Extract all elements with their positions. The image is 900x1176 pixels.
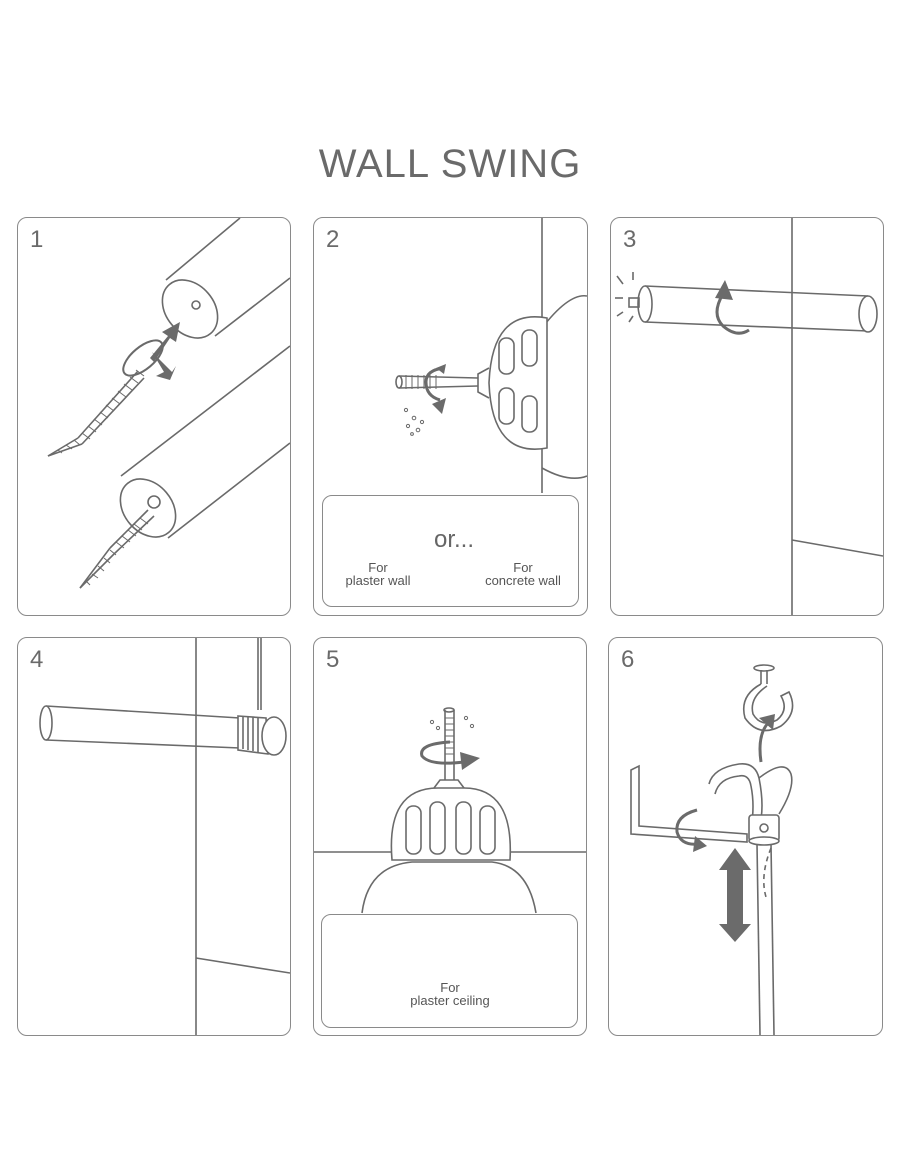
step-6-illustration [630, 664, 794, 1035]
step-5-panel: 5 For plaster ceiling [313, 637, 587, 1036]
anchor-options-inset [322, 495, 579, 607]
step-1-illustration [47, 218, 290, 589]
step-3-illustration [615, 218, 883, 615]
caption-line-1: For [513, 560, 533, 575]
step-4-panel: 4 [17, 637, 291, 1036]
concrete-wall-caption: For concrete wall [477, 561, 569, 587]
step-3-panel: 3 [610, 217, 884, 616]
step-number: 5 [326, 646, 340, 673]
step-4-illustration [39, 638, 290, 1035]
step-number: 6 [621, 646, 635, 673]
step-number: 2 [326, 226, 340, 253]
step-number: 4 [30, 646, 44, 673]
step-number: 1 [30, 226, 44, 253]
plaster-wall-caption: For plaster wall [338, 561, 418, 587]
step-2-panel: 2 For plaster wall or... For concrete wa… [313, 217, 588, 616]
plaster-ceiling-caption: For plaster ceiling [400, 981, 500, 1007]
caption-line-2: plaster ceiling [410, 993, 490, 1008]
step-6-panel: 6 [608, 637, 883, 1036]
step-number: 3 [623, 226, 637, 253]
caption-line-1: For [440, 980, 460, 995]
caption-line-2: concrete wall [485, 573, 561, 588]
caption-line-1: For [368, 560, 388, 575]
step-1-panel: 1 [17, 217, 291, 616]
page-title: WALL SWING [318, 142, 582, 186]
caption-line-2: plaster wall [345, 573, 411, 588]
ceiling-anchor-inset [321, 914, 578, 1028]
or-text: or... [434, 526, 475, 553]
